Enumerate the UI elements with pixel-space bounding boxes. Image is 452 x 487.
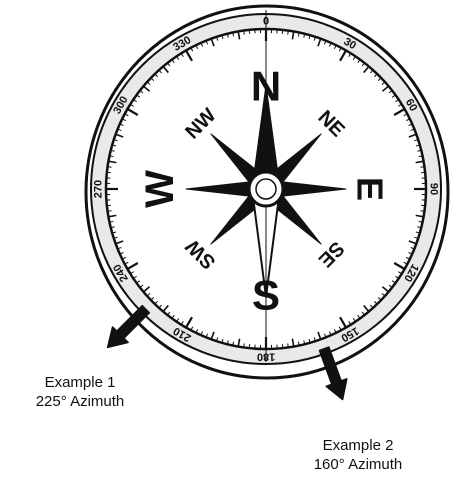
tick-98	[420, 211, 424, 212]
direction-letter-s: S	[252, 272, 280, 319]
tick-188	[244, 343, 245, 347]
direction-letter-e: E	[350, 177, 391, 201]
example-2-title: Example 2	[283, 436, 433, 455]
example-1-caption: Example 1 225° Azimuth	[6, 373, 154, 411]
example-1-title: Example 1	[6, 373, 154, 392]
tick-278	[108, 167, 112, 168]
tick-172	[288, 343, 289, 347]
example-1-azimuth: 225° Azimuth	[6, 392, 154, 411]
tick-262	[108, 211, 112, 212]
direction-letter-n: N	[251, 63, 281, 110]
pivot-inner	[256, 179, 276, 199]
degree-label-90: 90	[428, 183, 440, 195]
tick-82	[420, 167, 424, 168]
example-2-caption: Example 2 160° Azimuth	[283, 436, 433, 474]
direction-letter-w: W	[138, 170, 182, 208]
example-2-azimuth: 160° Azimuth	[283, 455, 433, 474]
tick-352	[244, 31, 245, 35]
degree-label-270: 270	[93, 180, 105, 198]
tick-8	[288, 31, 289, 35]
